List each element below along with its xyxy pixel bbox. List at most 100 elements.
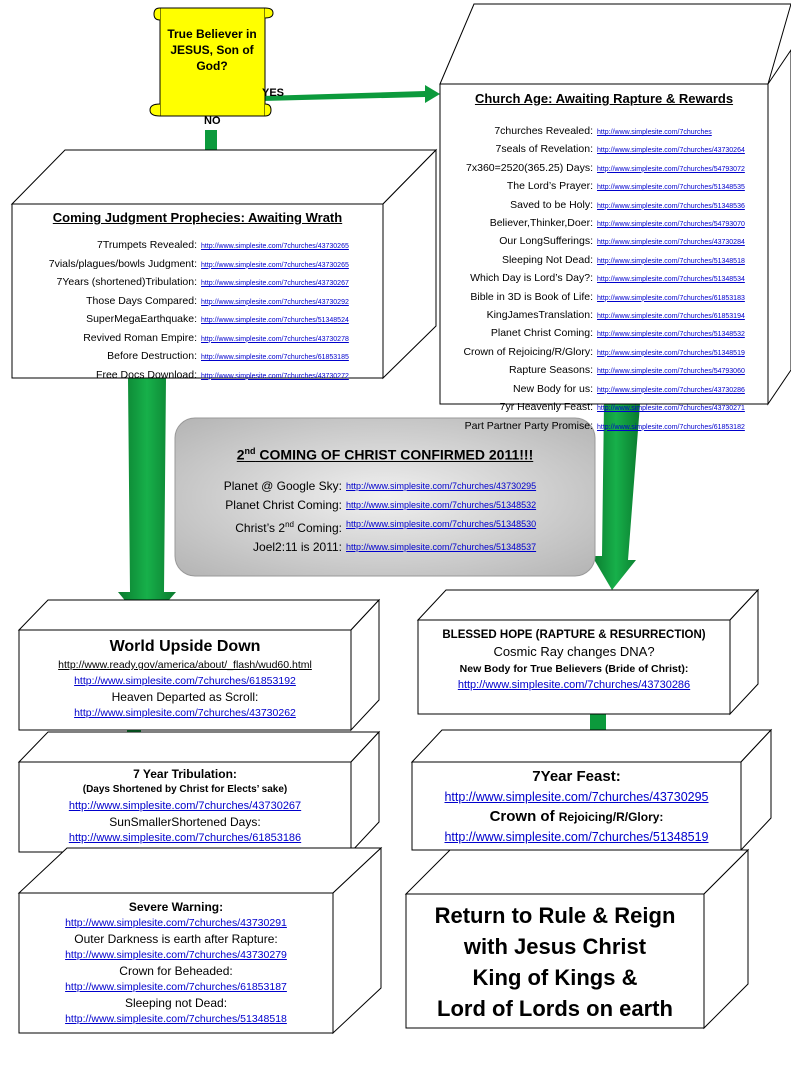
judgment-list: 7Trumpets Revealed: http://www.simplesite… xyxy=(12,237,383,385)
church-row-link[interactable]: http://www.simplesite.com/7churches/5479… xyxy=(597,221,745,229)
reign-box: Return to Rule & Reign with Jesus Christ… xyxy=(406,894,704,1028)
church-row-link[interactable]: http://www.simplesite.com/7churches/6185… xyxy=(597,294,745,302)
church-row: Sleeping Not Dead: http://www.simplesite.… xyxy=(440,252,768,270)
church-row-link[interactable]: http://www.simplesite.com/7churches/5479… xyxy=(597,165,745,173)
judgment-row-label: 7Trumpets Revealed: xyxy=(97,239,197,251)
church-row: Rapture Seasons:http://www.simplesite.co… xyxy=(440,362,768,380)
judgment-row-label: Before Destruction: xyxy=(107,350,197,362)
coming-banner: 2nd COMING OF CHRIST CONFIRMED 2011!!! P… xyxy=(175,418,595,576)
coming-link[interactable]: http://www.simplesite.com/7churches/5134… xyxy=(346,541,537,552)
judgment-row: SuperMegaEarthquake:http://www.simplesit… xyxy=(12,311,383,330)
warning-box: Severe Warning: http://www.simplesite.co… xyxy=(19,893,333,1033)
feast-crown-big: Crown of xyxy=(489,808,559,825)
church-row: Planet Christ Coming:http://www.simplesi… xyxy=(440,325,768,343)
feast-link-2[interactable]: http://www.simplesite.com/7churches/5134… xyxy=(444,830,709,844)
feast-link-1[interactable]: http://www.simplesite.com/7churches/4373… xyxy=(444,790,709,804)
judgment-row-label: 7vials/plagues/bowls Judgment: xyxy=(48,257,197,270)
judgment-row-link[interactable]: http://www.simplesite.com/7churches/4373… xyxy=(201,298,349,306)
tribulation-link-2[interactable]: http://www.simplesite.com/7churches/6185… xyxy=(68,832,302,844)
reign-line-2: with Jesus Christ xyxy=(463,934,647,959)
judgment-row: Those Days Compared:http://www.simplesit… xyxy=(12,293,383,312)
church-row-link[interactable]: http://www.simplesite.com/7churches/5134… xyxy=(597,257,745,265)
warning-link-2[interactable]: http://www.simplesite.com/7churches/4373… xyxy=(65,949,287,961)
church-row-link[interactable]: http://www.simplesite.com/7churches/4373… xyxy=(597,147,745,155)
judgment-row-link[interactable]: http://www.simplesite.com/7churches/4373… xyxy=(201,335,349,343)
box-reign-shape xyxy=(404,848,750,1030)
tribulation-box: 7 Year Tribulation: (Days Shortened by C… xyxy=(19,762,351,852)
world-link-ready[interactable]: http://www.ready.gov/america/about/_flas… xyxy=(58,659,312,671)
coming-title-prefix: 2 xyxy=(236,446,245,463)
church-row-link[interactable]: http://www.simplesite.com/7churches/5134… xyxy=(597,202,745,210)
church-row-link[interactable]: http://www.simplesite.com/7churches/4373… xyxy=(597,405,745,413)
judgment-row: 7Trumpets Revealed: http://www.simplesite… xyxy=(12,237,383,256)
box-church-shape xyxy=(439,3,791,406)
judgment-title: Coming Judgment Prophecies: Awaiting Wra… xyxy=(52,210,343,225)
church-row-label: Our LongSufferings: xyxy=(499,235,593,248)
church-row: Our LongSufferings: http://www.simplesite… xyxy=(440,233,768,251)
church-row-label: 7seals of Revelation: xyxy=(495,143,593,156)
judgment-row-link[interactable]: http://www.simplesite.com/7churches/4373… xyxy=(201,261,349,269)
judgment-row-label: 7Years (shortened)Tribulation: xyxy=(56,276,197,288)
coming-title: 2nd COMING OF CHRIST CONFIRMED 2011!!! xyxy=(175,446,595,463)
church-row-link[interactable]: http://www.simplesite.com/7churches/6185… xyxy=(597,423,745,431)
church-row-link[interactable]: http://www.simplesite.com/7churches/4373… xyxy=(597,386,745,394)
world-link-2[interactable]: http://www.simplesite.com/7churches/4373… xyxy=(74,707,296,719)
warning-link-1[interactable]: http://www.simplesite.com/7churches/4373… xyxy=(65,917,287,929)
judgment-row: Free Docs Download: http://www.simplesite… xyxy=(12,367,383,386)
blessed-text: Cosmic Ray changes DNA? xyxy=(493,644,655,659)
church-row: The Lord’s Prayer:http://www.simplesite.… xyxy=(440,178,768,196)
church-row: Bible in 3D is Book of Life: http://www.s… xyxy=(440,289,768,307)
warning-text-1: Outer Darkness is earth after Rapture: xyxy=(74,932,278,946)
box-judgment-shape xyxy=(10,148,438,380)
judgment-row-link[interactable]: http://www.simplesite.com/7churches/4373… xyxy=(201,280,349,287)
church-row-label: Sleeping Not Dead: xyxy=(501,253,593,266)
warning-link-4[interactable]: http://www.simplesite.com/7churches/5134… xyxy=(65,1013,287,1025)
coming-link[interactable]: http://www.simplesite.com/7churches/5134… xyxy=(346,518,537,529)
feast-box: 7Year Feast: http://www.simplesite.com/7… xyxy=(412,762,741,850)
world-text: Heaven Departed as Scroll: xyxy=(111,690,259,704)
judgment-row-link[interactable]: http://www.simplesite.com/7churches/5134… xyxy=(201,317,349,324)
church-row-link[interactable]: http://www.simplesite.com/7churches/5479… xyxy=(597,368,745,376)
world-title: World Upside Down xyxy=(109,638,261,655)
judgment-row-link[interactable]: http://www.simplesite.com/7churches/4373… xyxy=(201,243,349,250)
world-link-1[interactable]: http://www.simplesite.com/7churches/6185… xyxy=(74,675,296,687)
judgment-row-link[interactable]: http://www.simplesite.com/7churches/4373… xyxy=(201,372,349,380)
coming-label-rest: Coming: xyxy=(293,520,342,535)
church-row: 7x360=2520(365.25) Days:http://www.simpl… xyxy=(440,160,768,178)
coming-link[interactable]: http://www.simplesite.com/7churches/4373… xyxy=(346,480,537,491)
blessed-title: BLESSED HOPE (RAPTURE & RESURRECTION) xyxy=(442,629,706,641)
no-label: NO xyxy=(204,115,221,127)
church-row-label: KingJamesTranslation: xyxy=(486,309,593,322)
feast-crown-small: Rejoicing/R/Glory: xyxy=(558,810,664,824)
judgment-row-label: Free Docs Download: xyxy=(96,368,197,381)
church-box: Church Age: Awaiting Rapture & Rewards 7… xyxy=(440,84,768,432)
box-feast-shape xyxy=(410,728,773,852)
coming-label: Planet @ Google Sky: xyxy=(223,478,342,493)
tribulation-link-1[interactable]: http://www.simplesite.com/7churches/4373… xyxy=(68,800,302,812)
blessed-link[interactable]: http://www.simplesite.com/7churches/4373… xyxy=(457,679,691,691)
judgment-row-label: Revived Roman Empire: xyxy=(83,331,197,344)
church-row-link[interactable]: http://www.simplesite.com/7churches/5134… xyxy=(597,184,745,192)
feast-crown: Crown of Rejoicing/R/Glory: xyxy=(412,806,741,828)
coming-label-sup: nd xyxy=(285,519,294,529)
church-row-link[interactable]: http://www.simplesite.com/7churches/5134… xyxy=(597,349,745,357)
church-row-link[interactable]: http://www.simplesite.com/7churches xyxy=(597,129,712,136)
judgment-row-link[interactable]: http://www.simplesite.com/7churches/6185… xyxy=(201,354,349,361)
box-blessed-shape xyxy=(416,588,760,716)
arrow-yes xyxy=(262,85,440,103)
church-row-label: Believer,Thinker,Doer: xyxy=(489,217,593,230)
coming-row: Planet @ Google Sky: http://www.simplesi… xyxy=(175,477,595,496)
church-row-label: Bible in 3D is Book of Life: xyxy=(470,290,593,303)
church-row: Saved to be Holy:http://www.simplesite.c… xyxy=(440,197,768,215)
church-row-link[interactable]: http://www.simplesite.com/7churches/5134… xyxy=(597,331,745,339)
church-row-label: 7churches Revealed: xyxy=(494,125,593,137)
church-row-link[interactable]: http://www.simplesite.com/7churches/6185… xyxy=(597,313,745,321)
church-row-link[interactable]: http://www.simplesite.com/7churches/5134… xyxy=(597,276,745,284)
warning-title: Severe Warning: xyxy=(128,900,224,914)
coming-link[interactable]: http://www.simplesite.com/7churches/5134… xyxy=(346,499,537,510)
church-row-link[interactable]: http://www.simplesite.com/7churches/4373… xyxy=(597,239,745,247)
coming-row: Joel2:11 is 2011: http://www.simplesite.… xyxy=(175,538,595,557)
church-row: New Body for us:http://www.simplesite.co… xyxy=(440,381,768,399)
warning-link-3[interactable]: http://www.simplesite.com/7churches/6185… xyxy=(65,981,287,993)
